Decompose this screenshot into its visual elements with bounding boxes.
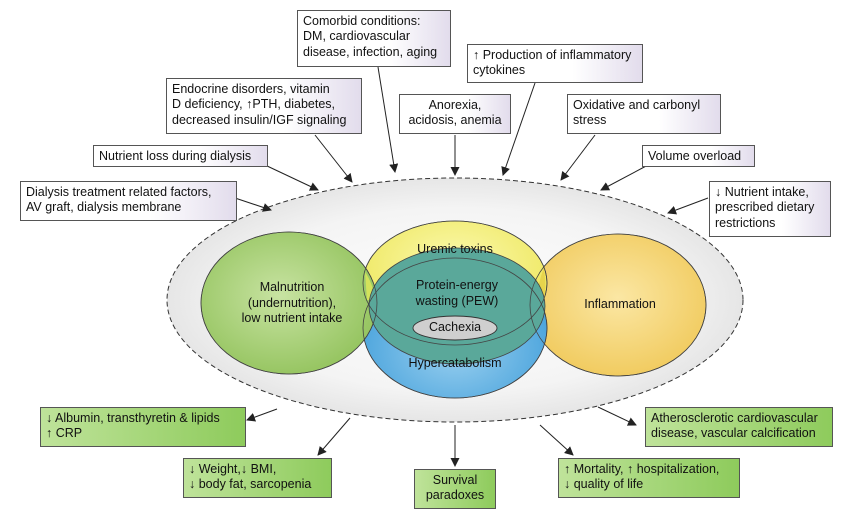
effect-mortality: ↑ Mortality, ↑ hospitalization, ↓ qualit… bbox=[558, 458, 740, 498]
cause-dialysis-factors: Dialysis treatment related factors, AV g… bbox=[20, 181, 237, 221]
cause-nutrient-loss: Nutrient loss during dialysis bbox=[93, 145, 268, 167]
effect-survival-paradoxes: Survival paradoxes bbox=[414, 469, 496, 509]
label-inflammation: Inflammation bbox=[584, 297, 656, 311]
arrow-endocrine bbox=[314, 134, 353, 183]
arrow-nutrient-intake bbox=[667, 197, 709, 215]
arrow-volume bbox=[600, 164, 649, 191]
arrow-weight bbox=[317, 417, 351, 456]
arrow-cytokines bbox=[501, 82, 536, 176]
arrow-albumin bbox=[246, 408, 278, 422]
circle-pew bbox=[368, 247, 546, 365]
arrow-comorbid bbox=[377, 66, 399, 173]
label-pew: Protein-energy wasting (PEW) bbox=[415, 278, 499, 308]
effect-atherosclerotic-disease: Atherosclerotic cardiovascular disease, … bbox=[645, 407, 833, 447]
cause-nutrient-intake: ↓ Nutrient intake, prescribed dietary re… bbox=[709, 181, 831, 237]
arrow-mortality bbox=[539, 424, 574, 456]
effect-albumin-crp: ↓ Albumin, transthyretin & lipids ↑ CRP bbox=[40, 407, 246, 447]
effect-weight-bmi: ↓ Weight,↓ BMI, ↓ body fat, sarcopenia bbox=[183, 458, 332, 498]
cause-oxidative-stress: Oxidative and carbonyl stress bbox=[567, 94, 721, 134]
cause-comorbid-conditions: Comorbid conditions: DM, cardiovascular … bbox=[297, 10, 451, 67]
circle-cachexia bbox=[412, 315, 498, 341]
arrow-nutrient-loss bbox=[264, 164, 319, 191]
arrow-athero bbox=[597, 406, 637, 426]
cause-inflammatory-cytokines: ↑ Production of inflammatory cytokines bbox=[467, 44, 643, 83]
cause-anorexia: Anorexia, acidosis, anemia bbox=[399, 94, 511, 134]
arrow-dialysis bbox=[234, 197, 272, 212]
arrow-oxidative bbox=[560, 134, 596, 181]
label-hypercatabolism: Hypercatabolism bbox=[408, 356, 502, 370]
label-cachexia: Cachexia bbox=[428, 320, 482, 334]
label-malnutrition: Malnutrition (undernutrition), low nutri… bbox=[241, 280, 343, 326]
label-uremic-toxins: Uremic toxins bbox=[417, 242, 493, 256]
cause-volume-overload: Volume overload bbox=[642, 145, 755, 167]
cause-endocrine-disorders: Endocrine disorders, vitamin D deficienc… bbox=[166, 78, 362, 134]
